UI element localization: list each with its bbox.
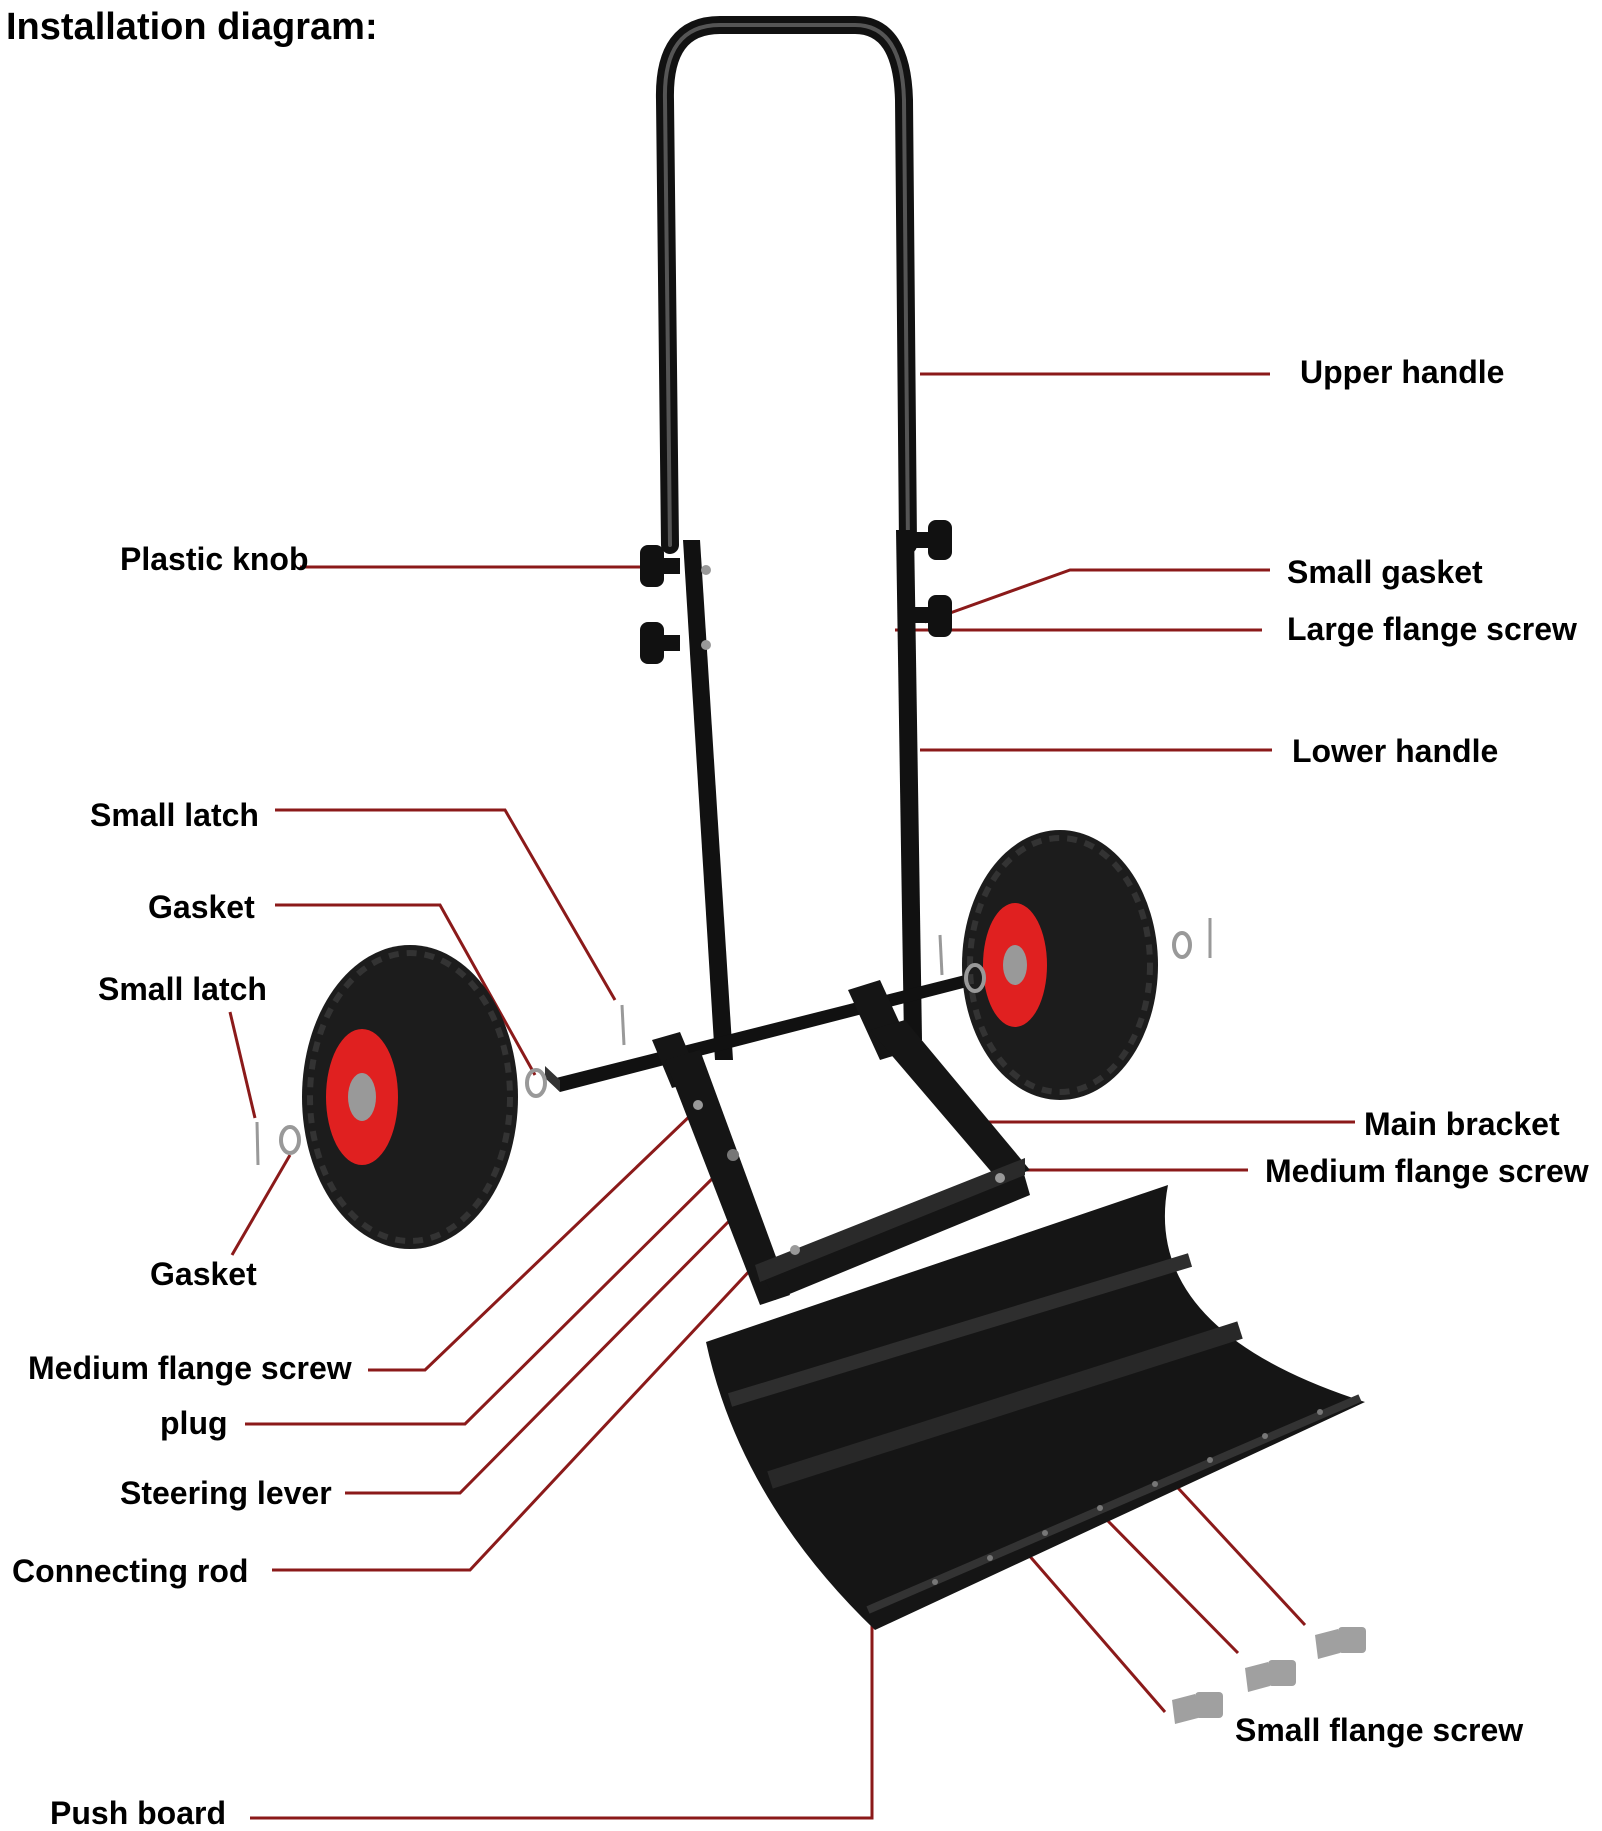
left-wheel: [302, 945, 518, 1249]
label-small-latch-2: Small latch: [98, 971, 267, 1007]
leader-steering-lever: [345, 1208, 742, 1495]
label-gasket-1: Gasket: [148, 889, 255, 925]
label-large-flange-screw: Large flange screw: [1287, 611, 1577, 647]
label-medium-flange-screw-left: Medium flange screw: [28, 1350, 352, 1386]
label-connecting-rod: Connecting rod: [12, 1553, 249, 1589]
leader-gasket-1: [275, 903, 537, 1076]
small-hardware: [255, 918, 1212, 1166]
label-main-bracket: Main bracket: [1364, 1106, 1560, 1142]
diagram-title: Installation diagram:: [6, 6, 378, 48]
label-medium-flange-screw-right: Medium flange screw: [1265, 1153, 1589, 1189]
label-push-board: Push board: [50, 1795, 227, 1831]
label-small-gasket: Small gasket: [1287, 554, 1483, 590]
label-small-latch-1: Small latch: [90, 797, 259, 833]
label-plug: plug: [160, 1405, 228, 1441]
upper-handle-frame: [655, 16, 917, 554]
leader-push-board: [250, 1600, 874, 1820]
leader-connecting-rod: [272, 1263, 757, 1572]
label-lower-handle: Lower handle: [1292, 733, 1499, 769]
label-plastic-knob: Plastic knob: [120, 541, 309, 577]
leader-small-gasket: [924, 568, 1270, 624]
main-bracket: [652, 980, 1030, 1305]
label-steering-lever: Steering lever: [120, 1475, 332, 1511]
label-upper-handle: Upper handle: [1300, 354, 1505, 390]
small-flange-screws: [1172, 1627, 1366, 1724]
leader-plug: [245, 1164, 727, 1426]
leader-medium-flange-screw-left: [368, 1111, 695, 1372]
label-gasket-2: Gasket: [150, 1256, 257, 1292]
lower-handle-frame: [683, 530, 922, 1060]
leader-small-latch-2: [228, 1011, 257, 1119]
leader-lines: [228, 372, 1355, 1820]
right-wheel: [962, 830, 1158, 1100]
push-board: [706, 1185, 1365, 1630]
label-small-flange-screw: Small flange screw: [1235, 1712, 1524, 1748]
plastic-knobs: [640, 520, 952, 664]
leader-gasket-2: [230, 1154, 292, 1256]
leader-small-latch-1: [275, 808, 617, 1001]
